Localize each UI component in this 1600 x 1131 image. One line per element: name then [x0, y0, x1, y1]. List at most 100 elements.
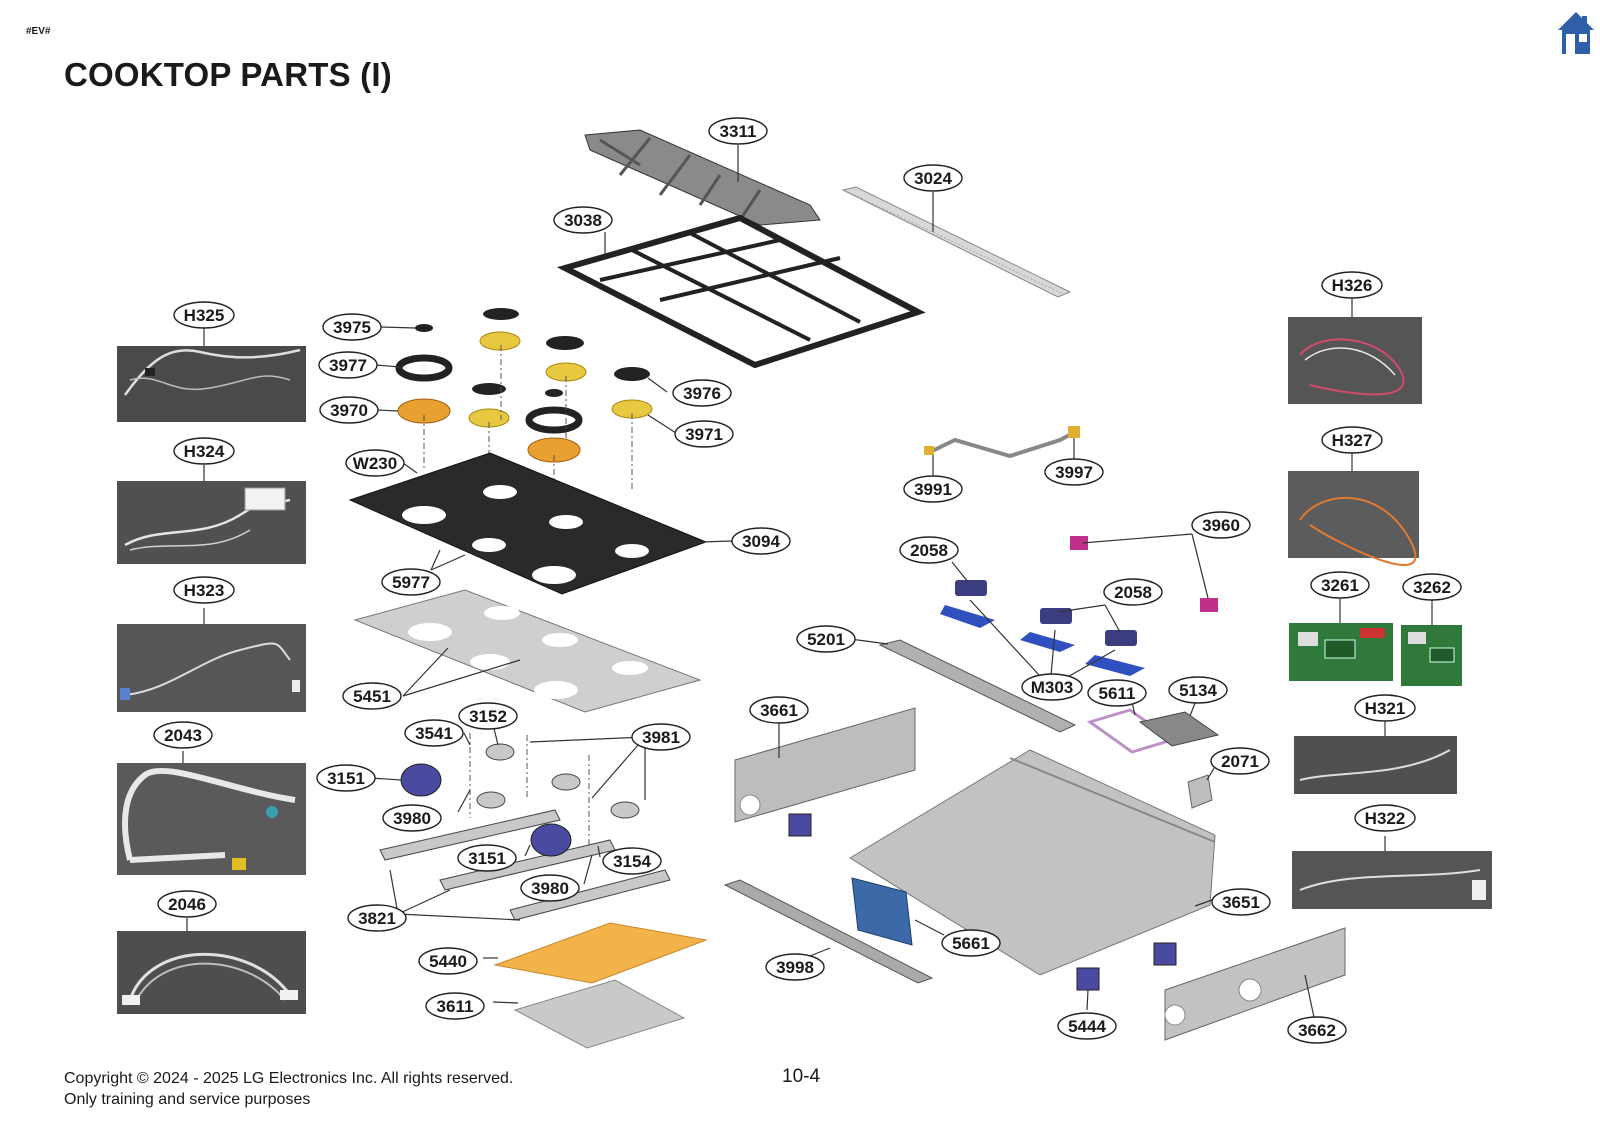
svg-text:3975: 3975 [333, 318, 371, 337]
part-label-3661[interactable]: 3661 [749, 696, 809, 724]
part-manifold-5201 [878, 639, 1077, 733]
svg-text:3611: 3611 [437, 997, 474, 1016]
part-label-2058-upper[interactable]: 2058 [899, 536, 959, 564]
svg-text:3154: 3154 [613, 852, 651, 871]
part-label-h327[interactable]: H327 [1321, 426, 1383, 454]
svg-text:2046: 2046 [168, 895, 206, 914]
svg-text:3998: 3998 [776, 958, 814, 977]
part-label-m303[interactable]: M303 [1021, 673, 1083, 701]
part-label-h323[interactable]: H323 [173, 576, 235, 604]
svg-text:3094: 3094 [742, 532, 780, 551]
part-label-5444[interactable]: 5444 [1057, 1012, 1117, 1040]
part-label-2058-lower[interactable]: 2058 [1103, 578, 1163, 606]
part-label-3311[interactable]: 3311 [708, 117, 768, 145]
part-label-3960[interactable]: 3960 [1191, 511, 1251, 539]
part-label-3976[interactable]: 3976 [672, 379, 732, 407]
svg-text:3821: 3821 [358, 909, 396, 928]
part-label-2043[interactable]: 2043 [153, 721, 213, 749]
svg-text:3960: 3960 [1202, 516, 1240, 535]
part-label-2071[interactable]: 2071 [1210, 747, 1270, 775]
harness-photo-h326 [1288, 317, 1422, 404]
svg-text:5661: 5661 [952, 934, 990, 953]
part-label-3094[interactable]: 3094 [731, 527, 791, 555]
part-label-3262[interactable]: 3262 [1402, 573, 1462, 601]
part-solenoid-3960 [1070, 536, 1218, 612]
part-grate-main-3038 [556, 214, 926, 369]
part-fan-5444 [788, 813, 1177, 991]
part-label-3997[interactable]: 3997 [1044, 458, 1104, 486]
svg-text:2071: 2071 [1221, 752, 1259, 771]
harness-photo-2043 [117, 763, 306, 875]
part-bracket-5661 [851, 877, 913, 946]
part-label-3611[interactable]: 3611 [425, 992, 485, 1020]
svg-text:H322: H322 [1365, 809, 1406, 828]
part-label-5134[interactable]: 5134 [1168, 676, 1228, 704]
copyright-line: Copyright © 2024 - 2025 LG Electronics I… [64, 1070, 514, 1087]
svg-text:H326: H326 [1332, 276, 1373, 295]
part-insulation-5440 [493, 922, 708, 984]
part-label-h321[interactable]: H321 [1354, 694, 1416, 722]
part-label-3662[interactable]: 3662 [1287, 1016, 1347, 1044]
part-label-3971[interactable]: 3971 [674, 420, 734, 448]
part-label-2046[interactable]: 2046 [157, 890, 217, 918]
part-label-3998[interactable]: 3998 [765, 953, 825, 981]
part-gas-tube-3991 [924, 426, 1080, 459]
part-label-3151-left[interactable]: 3151 [316, 764, 376, 792]
part-label-3821[interactable]: 3821 [347, 904, 407, 932]
svg-text:2058: 2058 [1114, 583, 1152, 602]
part-label-3980-left[interactable]: 3980 [382, 804, 442, 832]
svg-text:3976: 3976 [683, 384, 721, 403]
part-label-h324[interactable]: H324 [173, 437, 235, 465]
part-label-3651[interactable]: 3651 [1211, 888, 1271, 916]
svg-text:5611: 5611 [1099, 684, 1136, 703]
svg-text:3651: 3651 [1222, 893, 1260, 912]
harness-photo-h324 [117, 481, 306, 564]
svg-text:3151: 3151 [468, 849, 506, 868]
part-heat-shield-5451 [353, 589, 702, 713]
part-label-3261[interactable]: 3261 [1310, 571, 1370, 599]
part-label-h326[interactable]: H326 [1321, 271, 1383, 299]
part-label-3024[interactable]: 3024 [903, 164, 963, 192]
svg-text:3262: 3262 [1413, 578, 1451, 597]
svg-text:H323: H323 [184, 581, 225, 600]
part-base-pan-3651 [849, 749, 1216, 976]
svg-text:H325: H325 [184, 306, 225, 325]
svg-text:5134: 5134 [1179, 681, 1217, 700]
part-label-3970[interactable]: 3970 [319, 396, 379, 424]
part-label-w230[interactable]: W230 [345, 449, 405, 477]
part-label-5451[interactable]: 5451 [342, 682, 402, 710]
svg-text:3971: 3971 [685, 425, 723, 444]
part-label-h325[interactable]: H325 [173, 301, 235, 329]
burner-base-assemblies [379, 733, 671, 921]
part-label-3152[interactable]: 3152 [458, 702, 518, 730]
part-label-5977[interactable]: 5977 [381, 568, 441, 596]
part-label-5661[interactable]: 5661 [941, 929, 1001, 957]
part-label-3991[interactable]: 3991 [903, 475, 963, 503]
home-icon[interactable] [1556, 10, 1596, 56]
part-cooktop-pan-3094 [348, 452, 708, 595]
svg-text:3977: 3977 [329, 356, 367, 375]
svg-text:3152: 3152 [469, 707, 507, 726]
part-label-3980-center[interactable]: 3980 [520, 874, 580, 902]
part-label-h322[interactable]: H322 [1354, 804, 1416, 832]
pcb-photo-3262 [1401, 625, 1462, 686]
part-label-3151-center[interactable]: 3151 [457, 844, 517, 872]
svg-text:3311: 3311 [720, 122, 757, 141]
page-number: 10-4 [782, 1066, 821, 1087]
svg-text:3261: 3261 [1321, 576, 1359, 595]
part-grate-upper-3311 [584, 129, 821, 226]
part-label-3977[interactable]: 3977 [318, 351, 378, 379]
svg-text:5440: 5440 [429, 952, 467, 971]
part-label-3975[interactable]: 3975 [322, 313, 382, 341]
part-label-5440[interactable]: 5440 [418, 947, 478, 975]
part-label-3541[interactable]: 3541 [404, 719, 464, 747]
part-label-3038[interactable]: 3038 [553, 206, 613, 234]
burner-caps-group [395, 308, 653, 520]
part-label-3154[interactable]: 3154 [602, 847, 662, 875]
harness-photo-h322 [1292, 851, 1492, 909]
svg-text:3981: 3981 [642, 728, 680, 747]
part-label-5201[interactable]: 5201 [796, 625, 856, 653]
part-label-5611[interactable]: 5611 [1087, 679, 1147, 707]
part-igniter-switches [940, 580, 1145, 676]
part-label-3981[interactable]: 3981 [631, 723, 691, 751]
